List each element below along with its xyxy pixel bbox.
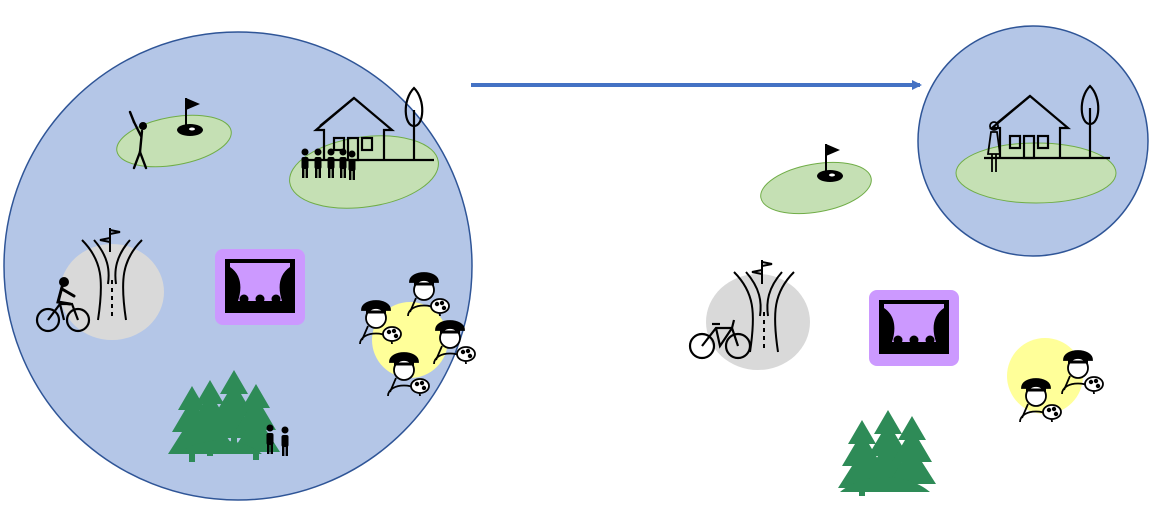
painters-icon xyxy=(1007,338,1105,424)
bicycle-trail-icon xyxy=(688,259,810,370)
cycling-trail-icon xyxy=(35,227,164,340)
house-person-icon xyxy=(955,84,1117,204)
golf-icon xyxy=(116,97,232,170)
theater-icon xyxy=(869,290,959,366)
theater-icon xyxy=(215,249,305,325)
golf-icon xyxy=(760,143,872,215)
forest-icon xyxy=(838,410,936,496)
painters-icon xyxy=(358,271,477,398)
forest-family-icon xyxy=(168,370,289,462)
family-house-icon xyxy=(289,86,439,209)
